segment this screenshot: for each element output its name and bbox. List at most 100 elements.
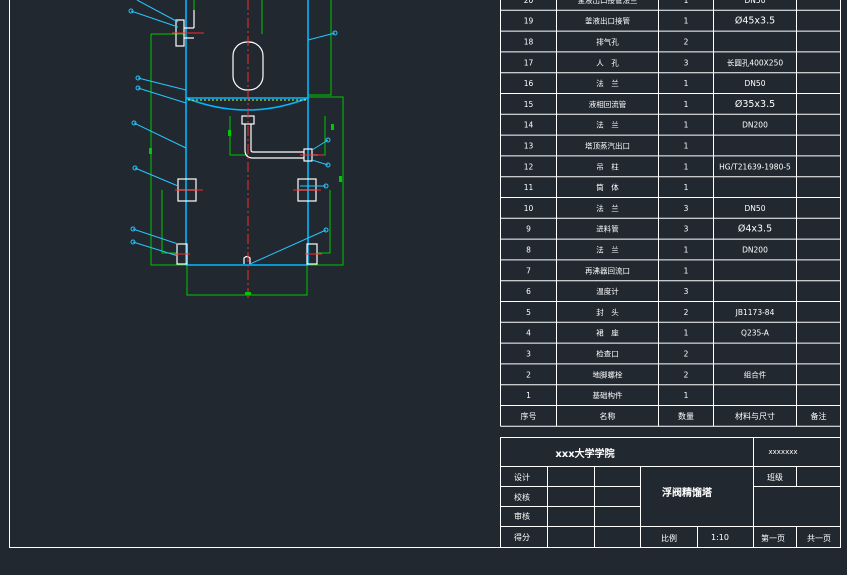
check-label: 校核 bbox=[514, 492, 530, 502]
table-cell-qty: 1 bbox=[684, 142, 689, 151]
table-cell-material: JB1173-84 bbox=[735, 308, 775, 317]
table-cell-no: 19 bbox=[524, 17, 534, 26]
student-id: xxxxxxx bbox=[769, 448, 798, 456]
class-label: 班级 bbox=[767, 472, 783, 482]
title-block: xxx大学学院 xxxxxxx 班级 浮阀精馏塔 设计 校核 审核 得分 比例 … bbox=[500, 437, 841, 548]
table-cell-no: 18 bbox=[524, 38, 534, 47]
table-cell-name: 塔顶蒸汽出口 bbox=[585, 141, 630, 151]
table-cell-qty: 2 bbox=[684, 38, 689, 47]
table-cell-name: 筒 体 bbox=[596, 182, 619, 192]
table-cell-no: 11 bbox=[524, 183, 534, 192]
table-cell-material: HG/T21639-1980-5 bbox=[719, 162, 791, 171]
table-cell-qty: 3 bbox=[684, 204, 689, 213]
drawing-title: 浮阀精馏塔 bbox=[662, 486, 713, 499]
table-cell-name: 法 兰 bbox=[596, 245, 619, 255]
table-header-qty: 数量 bbox=[678, 411, 694, 421]
table-cell-qty: 1 bbox=[684, 17, 689, 26]
title-block-lines bbox=[500, 437, 841, 548]
table-cell-qty: 2 bbox=[684, 350, 689, 359]
table-cell-qty: 2 bbox=[684, 308, 689, 317]
table-header-material: 材料与尺寸 bbox=[735, 411, 775, 421]
table-cell-no: 7 bbox=[526, 266, 531, 275]
table-cell-no: 13 bbox=[524, 142, 534, 151]
side-nozzles bbox=[176, 178, 318, 265]
school-name: xxx大学学院 bbox=[555, 447, 614, 460]
table-cell-no: 4 bbox=[526, 329, 531, 338]
table-cell-no: 1 bbox=[526, 391, 531, 400]
table-cell-no: 3 bbox=[526, 350, 531, 359]
table-cell-qty: 1 bbox=[684, 266, 689, 275]
table-cell-name: 釜液出口接管 bbox=[585, 16, 630, 26]
sheet-total: 共一页 bbox=[807, 534, 831, 543]
table-cell-no: 20 bbox=[524, 0, 534, 5]
top-nozzle bbox=[175, 10, 195, 47]
table-cell-name: 进料管 bbox=[596, 224, 619, 234]
scale-value: 1:10 bbox=[711, 533, 729, 542]
table-cell-qty: 1 bbox=[684, 79, 689, 88]
table-cell-name: 再沸器回流口 bbox=[585, 265, 630, 275]
table-cell-name: 液相回流管 bbox=[589, 99, 627, 109]
table-cell-no: 14 bbox=[524, 121, 534, 130]
table-cell-qty: 3 bbox=[684, 225, 689, 234]
design-label: 设计 bbox=[514, 472, 530, 482]
table-cell-no: 8 bbox=[526, 246, 531, 255]
table-cell-no: 15 bbox=[524, 100, 534, 109]
leader-balloons bbox=[128, 8, 338, 245]
review-label: 审核 bbox=[514, 511, 530, 521]
table-header-remark: 备注 bbox=[811, 411, 827, 421]
scale-label: 比例 bbox=[661, 533, 677, 543]
drawing-border bbox=[9, 0, 841, 548]
table-cell-material: 长圆孔400X250 bbox=[727, 57, 783, 67]
table-cell-name: 法 兰 bbox=[596, 203, 619, 213]
table-cell-material: DN50 bbox=[745, 204, 766, 213]
sheet-number: 第一页 bbox=[761, 533, 785, 543]
table-cell-no: 17 bbox=[524, 58, 534, 67]
table-cell-qty: 2 bbox=[684, 370, 689, 379]
table-header-name: 名称 bbox=[600, 411, 616, 421]
table-cell-material: Ø4x3.5 bbox=[738, 224, 772, 235]
table-cell-material: 组合件 bbox=[744, 369, 767, 379]
table-cell-qty: 1 bbox=[684, 121, 689, 130]
table-cell-name: 釜液出口接管法兰 bbox=[578, 0, 638, 5]
table-cell-qty: 3 bbox=[684, 287, 689, 296]
table-cell-no: 9 bbox=[526, 225, 531, 234]
table-header-no: 序号 bbox=[521, 411, 537, 421]
table-cell-material: Ø35x3.5 bbox=[735, 99, 775, 110]
table-cell-material: Ø45x3.5 bbox=[735, 16, 775, 27]
table-cell-name: 地脚螺栓 bbox=[593, 369, 623, 379]
table-cell-name: 吊 柱 bbox=[596, 161, 619, 171]
green-ticks bbox=[149, 124, 342, 295]
table-cell-name: 法 兰 bbox=[596, 120, 619, 130]
table-cell-no: 6 bbox=[526, 287, 531, 296]
table-cell-name: 封 头 bbox=[596, 307, 619, 317]
green-outline bbox=[150, 0, 344, 296]
leader-lines bbox=[130, 0, 336, 265]
table-cell-qty: 1 bbox=[684, 100, 689, 109]
table-cell-qty: 1 bbox=[684, 183, 689, 192]
table-cell-qty: 3 bbox=[684, 58, 689, 67]
table-cell-name: 温度计 bbox=[596, 286, 619, 296]
table-cell-qty: 1 bbox=[684, 0, 689, 5]
table-cell-material: DN50 bbox=[745, 0, 766, 5]
table-cell-name: 裙 座 bbox=[596, 328, 619, 338]
table-cell-qty: 1 bbox=[684, 329, 689, 338]
table-cell-name: 检查口 bbox=[596, 349, 619, 359]
table-cell-material: Q235-A bbox=[741, 329, 770, 338]
table-cell-qty: 1 bbox=[684, 391, 689, 400]
reflux-pipe bbox=[241, 115, 318, 162]
table-cell-name: 排气孔 bbox=[596, 37, 619, 47]
tower-elevation bbox=[128, 0, 344, 300]
table-cell-no: 16 bbox=[524, 79, 534, 88]
table-cell-name: 法 兰 bbox=[596, 78, 619, 88]
table-cell-qty: 1 bbox=[684, 246, 689, 255]
center-lines bbox=[172, 0, 324, 300]
table-cell-material: DN50 bbox=[745, 79, 766, 88]
table-cell-no: 2 bbox=[526, 370, 531, 379]
table-cell-name: 基础构件 bbox=[593, 390, 623, 400]
table-cell-material: DN200 bbox=[742, 121, 768, 130]
table-cell-no: 12 bbox=[524, 162, 534, 171]
table-cell-material: DN200 bbox=[742, 246, 768, 255]
table-cell-no: 10 bbox=[524, 204, 534, 213]
